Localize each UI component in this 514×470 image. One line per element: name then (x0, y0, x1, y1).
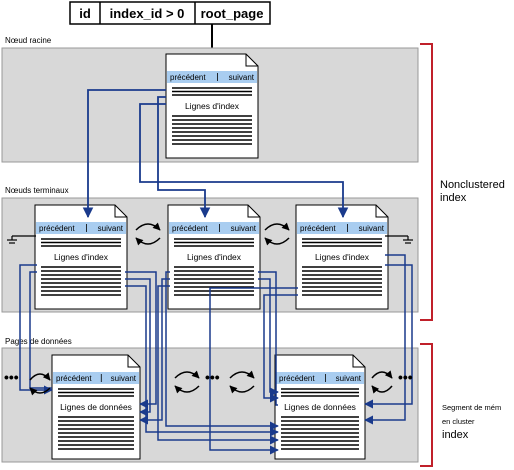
page-rows-label: Lignes d'index (187, 252, 242, 262)
page-prev-label: précédent (300, 224, 336, 233)
page-header-strip (53, 372, 139, 384)
page-next-label: suivant (336, 374, 362, 383)
root-level-label: Nœud racine (5, 36, 52, 45)
nonclustered-label-2: index (440, 192, 467, 204)
page-header-strip (297, 222, 387, 234)
page-next-label: suivant (231, 224, 257, 233)
nonclustered-label-1: Nonclustered (440, 179, 505, 191)
ellipsis-right: ••• (398, 369, 413, 385)
page-prev-label: précédent (170, 73, 206, 82)
segment-bracket (420, 343, 433, 467)
page-rows-label: Lignes d'index (54, 252, 109, 262)
header-cell-id: id (79, 6, 91, 21)
root-to-leaf-arrows (82, 89, 349, 219)
page-next-label: suivant (229, 73, 255, 82)
ellipsis-middle: ••• (205, 369, 220, 385)
sibling-link-arrows (29, 222, 393, 396)
page-header-strip (276, 372, 364, 384)
page-header-strip (167, 71, 257, 83)
data-level-label: Pages de données (5, 337, 72, 346)
ellipsis-left: ••• (4, 369, 19, 385)
nonclustered-bracket (420, 43, 433, 321)
page-prev-label: précédent (279, 374, 315, 383)
page-rows-label: Lignes d'index (185, 101, 240, 111)
leaf-to-data-arrows (19, 254, 413, 455)
page-header-strip (36, 222, 126, 234)
page-prev-label: précédent (172, 224, 208, 233)
segment-label-2: en cluster (442, 417, 475, 426)
header-cell-index-id: index_id > 0 (110, 6, 185, 21)
page-next-label: suivant (111, 374, 137, 383)
page-next-label: suivant (359, 224, 385, 233)
page-next-label: suivant (98, 224, 124, 233)
leaf-level-label: Nœuds terminaux (5, 186, 69, 195)
page-rows-label: Lignes de données (60, 402, 132, 412)
page-rows-label: Lignes de données (284, 402, 356, 412)
sysindexes-header: id index_id > 0 root_page (69, 1, 271, 55)
ground-symbols (7, 235, 413, 244)
page-header-strip (169, 222, 259, 234)
header-cell-root-page: root_page (201, 6, 264, 21)
page-prev-label: précédent (39, 224, 75, 233)
segment-label-3: index (442, 429, 469, 441)
segment-label-1: Segment de mém (442, 403, 501, 412)
page-prev-label: précédent (56, 374, 92, 383)
page-rows-label: Lignes d'index (315, 252, 370, 262)
